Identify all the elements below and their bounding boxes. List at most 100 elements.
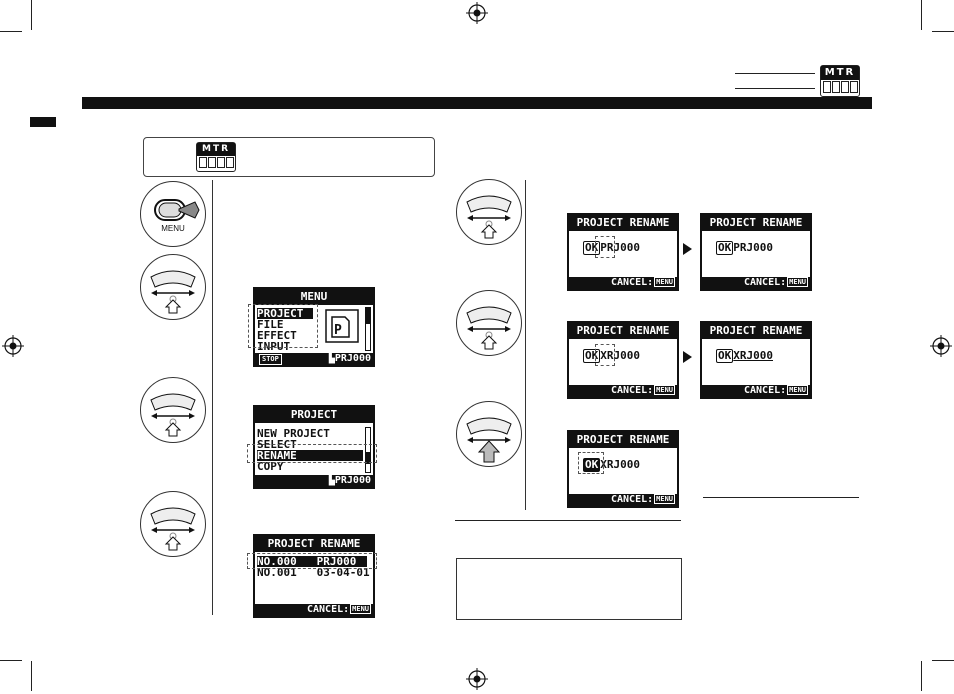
menu-key-icon: MENU [654, 494, 675, 504]
mtr-label: MTR [821, 66, 859, 80]
column-divider [525, 180, 526, 510]
menu-key-icon: MENU [654, 385, 675, 395]
dial-step [140, 491, 206, 557]
selection-highlight [247, 444, 377, 463]
dial-push-step [456, 401, 522, 467]
mtr-track-icons [197, 156, 235, 169]
lcd-title: PROJECT RENAME [702, 323, 810, 339]
lcd-title: PROJECT [255, 407, 373, 423]
cancel-hint: CANCEL: [743, 385, 787, 396]
registration-mark-icon [466, 668, 488, 690]
mode-box: MTR [143, 137, 435, 177]
lcd-project-screen: PROJECT NEW PROJECT SELECT RENAME COPY ▙… [253, 405, 375, 489]
lcd-footer: CANCEL:MENU [569, 277, 677, 289]
lcd-menu-screen: MENU PROJECT FILE EFFECT INPUT P STOP ▙P… [253, 287, 375, 367]
mtr-mode-badge: MTR [820, 65, 860, 97]
ok-button[interactable]: OK [583, 241, 601, 255]
lcd-footer: CANCEL:MENU [255, 604, 373, 616]
crop-mark [921, 661, 922, 691]
menu-item[interactable]: NEW PROJECT [257, 427, 330, 440]
project-name-text: XRJ000 [733, 349, 773, 362]
project-name-text: PRJ000 [600, 241, 640, 254]
menu-key-icon: MENU [350, 604, 371, 614]
project-name: PRJ000 [316, 555, 357, 568]
menu-item[interactable]: COPY [257, 460, 284, 473]
lcd-title: PROJECT RENAME [569, 215, 677, 231]
cursor-highlight [595, 344, 615, 366]
section-rule [703, 497, 859, 498]
lcd-title: PROJECT RENAME [569, 432, 677, 448]
mtr-label: MTR [197, 143, 235, 156]
lcd-footer: ▙PRJ000 [255, 475, 373, 487]
selection-highlight [247, 553, 377, 569]
lcd-footer: CANCEL:MENU [702, 385, 810, 397]
menu-item[interactable]: FILE [257, 318, 284, 331]
current-project: ▙PRJ000 [328, 353, 371, 364]
ok-button[interactable]: OK [716, 241, 734, 255]
cancel-hint: CANCEL: [306, 604, 350, 615]
scrollbar[interactable] [365, 307, 371, 351]
cancel-hint: CANCEL: [610, 385, 654, 396]
crop-mark [31, 0, 32, 30]
ok-button[interactable]: OK [583, 458, 601, 472]
lcd-title: PROJECT RENAME [255, 536, 373, 552]
menu-key-icon: MENU [787, 385, 808, 395]
lcd-footer: CANCEL:MENU [569, 385, 677, 397]
section-tab [30, 117, 56, 127]
project-number: NO.001 [257, 566, 297, 579]
registration-mark-icon [2, 335, 24, 357]
svg-text:P: P [334, 323, 342, 338]
header-line [735, 88, 815, 89]
ok-button[interactable]: OK [716, 349, 734, 363]
menu-item[interactable]: RENAME [257, 450, 363, 461]
section-rule [455, 520, 681, 521]
project-folder-icon: P [325, 309, 359, 343]
registration-mark-icon [930, 335, 952, 357]
project-name-text: PRJ000 [733, 241, 773, 254]
selection-highlight [248, 304, 318, 348]
crop-mark [31, 661, 32, 691]
current-project: ▙PRJ000 [328, 475, 371, 486]
dial-step [456, 179, 522, 245]
registration-mark-icon [466, 2, 488, 24]
menu-key-icon: MENU [787, 277, 808, 287]
lcd-footer: STOP ▙PRJ000 [255, 353, 373, 365]
lcd-title: MENU [255, 289, 373, 305]
crop-mark [932, 660, 954, 661]
crop-mark [932, 31, 954, 32]
mtr-track-icons [821, 80, 859, 94]
project-name: 03-04-01 [316, 566, 370, 579]
dial-step [140, 254, 206, 320]
note-box [456, 558, 682, 620]
ok-button[interactable]: OK [583, 349, 601, 363]
cancel-hint: CANCEL: [743, 277, 787, 288]
crop-mark [0, 660, 22, 661]
menu-item[interactable]: INPUT [257, 340, 291, 353]
crop-mark [921, 0, 922, 30]
menu-key-label: MENU [161, 224, 185, 233]
cursor-highlight [595, 236, 615, 258]
cancel-hint: CANCEL: [610, 494, 654, 505]
project-number: NO.000 [257, 555, 297, 568]
lcd-title: PROJECT RENAME [569, 323, 677, 339]
project-name-text: XRJ000 [600, 349, 640, 362]
project-name-text: XRJ000 [600, 458, 640, 471]
project-row[interactable]: NO.000 PRJ000 [257, 556, 367, 567]
menu-item[interactable]: PROJECT [257, 308, 313, 319]
menu-key-step: MENU [140, 181, 206, 247]
header-line [735, 73, 815, 74]
menu-key-icon: MENU [654, 277, 675, 287]
menu-item[interactable]: EFFECT [257, 329, 297, 342]
project-row[interactable]: NO.001 03-04-01 [257, 567, 370, 578]
cursor-highlight [578, 452, 604, 474]
scrollbar[interactable] [365, 427, 371, 473]
